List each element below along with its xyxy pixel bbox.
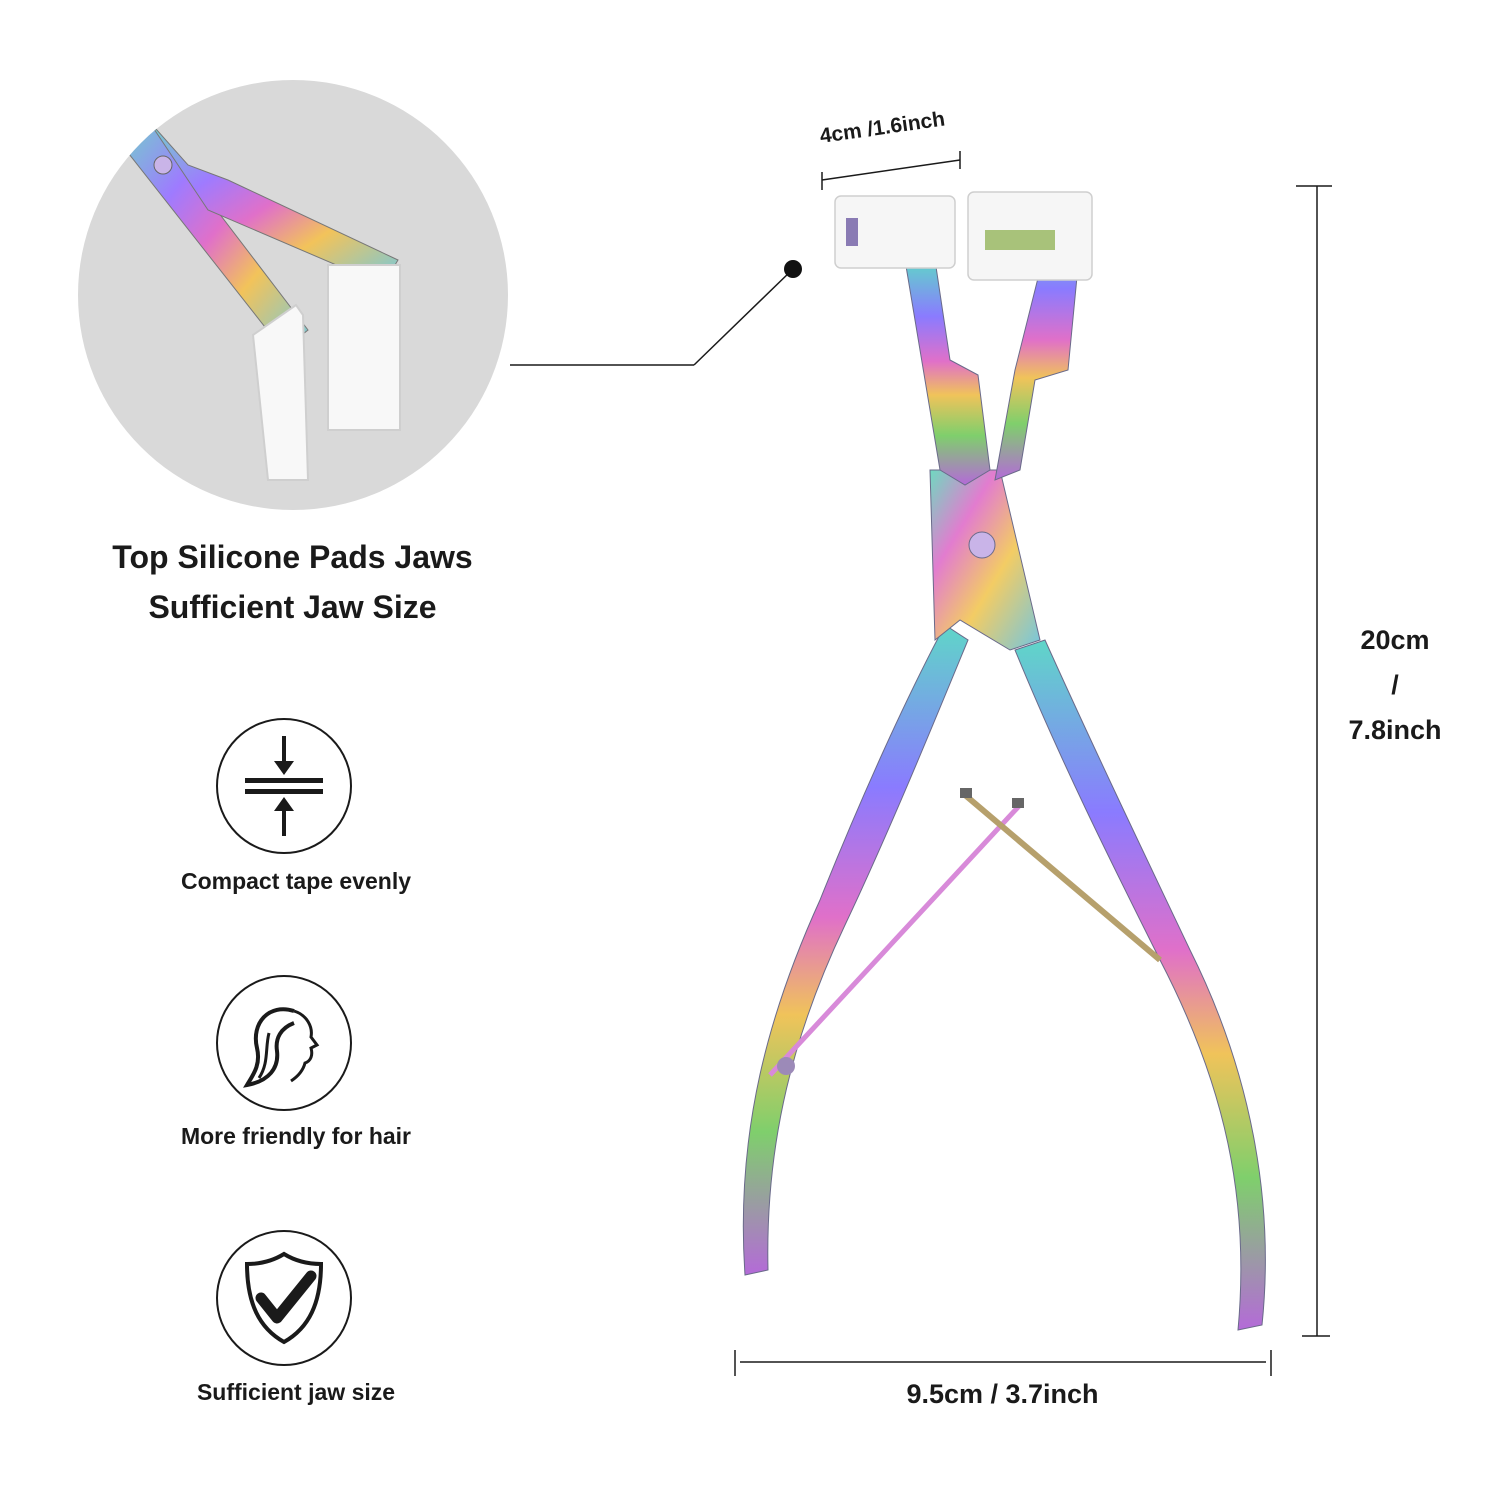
headline-line-1: Top Silicone Pads Jaws bbox=[112, 539, 473, 575]
feature-label-compact: Compact tape evenly bbox=[180, 868, 412, 894]
compress-arrows-icon bbox=[216, 718, 352, 854]
callout-pointer bbox=[510, 260, 802, 366]
height-cm: 20cm bbox=[1360, 625, 1430, 655]
woman-profile-hair-icon bbox=[216, 975, 352, 1111]
height-dimension-line bbox=[1296, 185, 1332, 1337]
width-dimension-line bbox=[734, 1350, 1272, 1376]
silicone-pad-left bbox=[834, 195, 956, 269]
feature-label-jaw-size: Sufficient jaw size bbox=[196, 1379, 396, 1405]
headline-line-2: Sufficient Jaw Size bbox=[148, 589, 437, 625]
height-inch: 7.8inch bbox=[1348, 715, 1442, 745]
headline: Top Silicone Pads Jaws Sufficient Jaw Si… bbox=[60, 532, 525, 632]
jaw-width-dimension-line bbox=[821, 151, 961, 190]
pliers-image bbox=[742, 191, 1266, 1331]
jaw-closeup-image bbox=[78, 80, 508, 510]
feature-label-hair-friendly: More friendly for hair bbox=[180, 1123, 412, 1149]
height-label: 20cm / 7.8inch bbox=[1330, 618, 1460, 753]
silicone-pad-right bbox=[967, 191, 1093, 281]
height-separator: / bbox=[1391, 670, 1399, 700]
width-label: 9.5cm / 3.7inch bbox=[906, 1379, 1099, 1409]
shield-check-icon bbox=[216, 1230, 352, 1366]
